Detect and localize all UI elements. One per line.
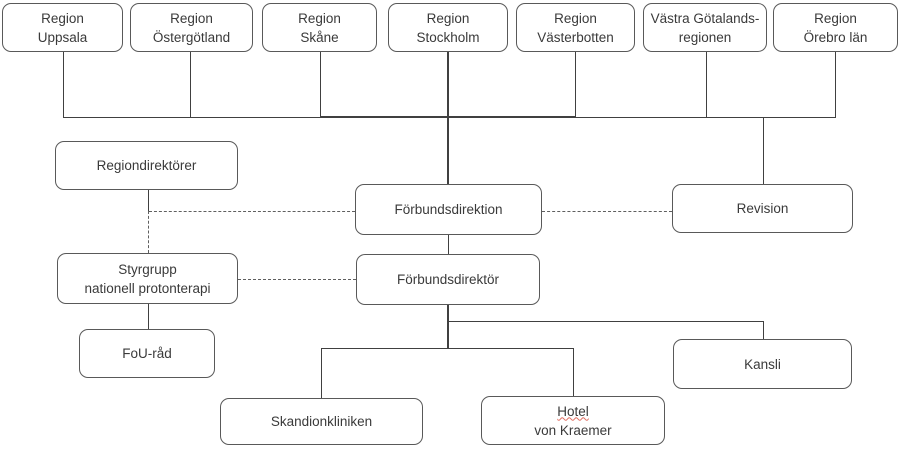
node-label: Uppsala [37,29,88,45]
connector-line [706,52,707,117]
node-label: Östergötland [152,29,231,45]
node-label: Revision [736,201,789,216]
node-label: Region [170,10,213,26]
dashed-connector-line [542,211,672,212]
node-kansli: Kansli [673,339,852,389]
node-region-skane: Region Skåne [262,3,377,52]
connector-line [148,304,149,329]
node-label: Regiondirektörer [96,158,197,173]
node-label: Västra Götalands- [650,10,760,26]
node-label: regionen [678,29,732,45]
node-fou-rad: FoU-råd [79,329,215,378]
connector-line [320,52,321,117]
node-region-uppsala: Region Uppsala [2,3,123,52]
node-skandionkliniken: Skandionkliniken [220,398,423,445]
node-label: Region [41,10,84,26]
connector-line [835,52,836,117]
node-label: Stockholm [416,29,480,45]
connector-line [573,348,574,396]
connector-line [575,52,576,117]
node-label: Hotel [557,403,589,419]
connector-line-thick [447,305,449,349]
node-region-ostergotland: Region Östergötland [130,3,253,52]
connector-line [190,52,191,117]
connector-line [763,321,764,339]
node-label: von Kraemer [534,422,612,438]
connector-line [448,235,449,254]
node-forbundsdirektion: Förbundsdirektion [355,184,542,235]
node-label: Styrgrupp [118,261,177,277]
dashed-connector-line [238,279,356,280]
node-region-vasterbotten: Region Västerbotten [516,3,635,52]
node-styrgrupp-nationell-protonterapi: Styrgrupp nationell protonterapi [57,253,238,304]
node-label: Kansli [744,356,781,372]
node-label: Region [814,10,857,26]
node-label: Region [298,10,341,26]
node-revision: Revision [672,184,853,233]
node-hotel-von-kraemer: Hotel von Kraemer [481,396,665,445]
node-label: Skandionkliniken [270,414,373,429]
node-label: Förbundsdirektion [394,202,503,217]
connector-line [148,190,149,211]
node-region-stockholm: Region Stockholm [388,3,508,52]
node-forbundsdirektor: Förbundsdirektör [356,254,540,305]
connector-line [448,321,763,322]
connector-line [321,348,574,349]
node-label: Skåne [300,29,339,45]
node-label: nationell protonterapi [84,280,211,296]
node-regiondirektorer: Regiondirektörer [55,141,238,190]
node-region-orebro-lan: Region Örebro län [773,3,898,52]
node-label: Västerbotten [537,29,614,45]
node-label: FoU-råd [122,346,172,361]
node-label: Förbundsdirektör [396,272,500,287]
dashed-connector-line [148,211,149,253]
connector-line-thick [447,52,449,117]
node-vastra-gotalandsregionen: Västra Götalands- regionen [643,3,767,52]
node-label: Örebro län [803,29,868,45]
dashed-connector-line [149,211,355,212]
connector-line-thick [447,117,449,184]
node-label: Region [554,10,597,26]
connector-line [321,348,322,398]
node-label: Region [426,10,470,26]
connector-line [763,117,764,184]
connector-line [63,52,64,117]
